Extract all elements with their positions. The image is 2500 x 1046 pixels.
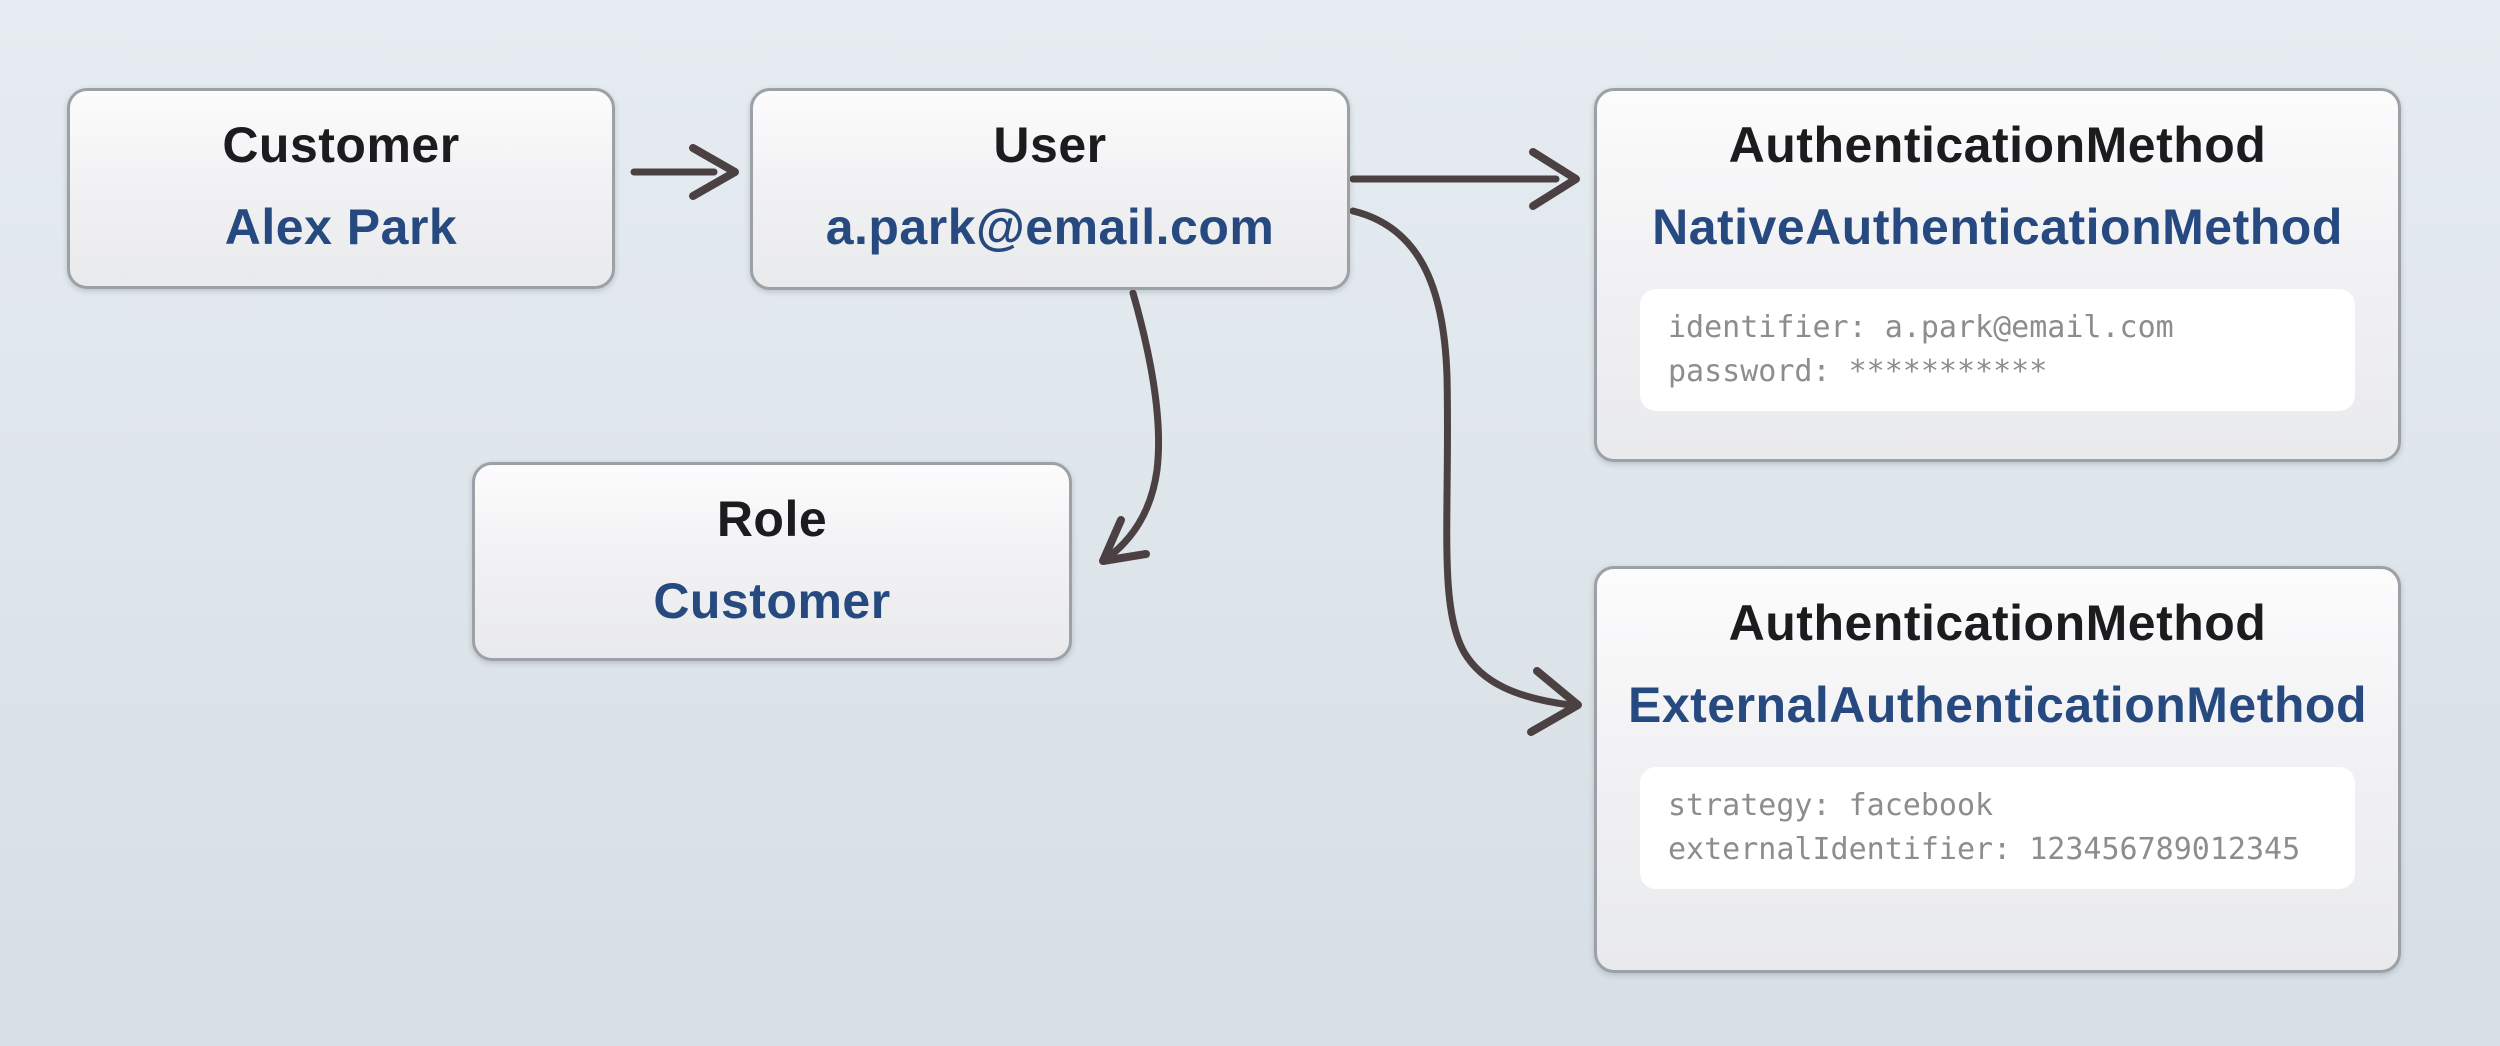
arrow-head-icon: [1529, 148, 1580, 210]
node-customer-value: Alex Park: [224, 199, 458, 255]
node-customer-title: Customer: [222, 117, 460, 173]
node-external-auth-value: ExternalAuthenticationMethod: [1627, 677, 2368, 733]
arrow-user-to-native-auth: [1349, 148, 1580, 210]
node-user-title: User: [993, 117, 1107, 173]
arrow-user-to-role: [1099, 289, 1163, 565]
node-role-value: Customer: [653, 573, 891, 629]
node-native-authentication-method: AuthenticationMethod NativeAuthenticatio…: [1594, 88, 2401, 462]
arrow-shaft: [1102, 289, 1163, 563]
arrow-head-icon: [1527, 667, 1582, 736]
arrow-head-icon: [1099, 516, 1150, 565]
node-external-authentication-method: AuthenticationMethod ExternalAuthenticat…: [1594, 566, 2401, 973]
attribute-strategy: strategy: facebook: [1668, 788, 1994, 823]
arrow-shaft: [1349, 207, 1574, 709]
node-native-auth-value: NativeAuthenticationMethod: [1652, 199, 2343, 255]
node-user: User a.park@email.com: [750, 88, 1350, 290]
arrow-customer-to-user: [630, 144, 739, 200]
native-auth-attributes-panel: identifier: a.park@email.com password: *…: [1640, 289, 2355, 411]
external-auth-attributes-panel: strategy: facebook externalIdentifier: 1…: [1640, 767, 2355, 889]
node-role-title: Role: [716, 491, 828, 547]
node-customer: Customer Alex Park: [67, 88, 615, 289]
node-native-auth-title: AuthenticationMethod: [1728, 117, 2267, 173]
node-user-value: a.park@email.com: [825, 199, 1275, 255]
attribute-password: password: ***********: [1668, 354, 2048, 389]
arrow-user-to-external-auth: [1349, 207, 1582, 736]
node-external-auth-title: AuthenticationMethod: [1728, 595, 2267, 651]
node-role: Role Customer: [472, 462, 1072, 661]
arrow-head-icon: [689, 144, 739, 200]
attribute-identifier: identifier: a.park@email.com: [1668, 310, 2174, 345]
attribute-external-identifier: externalIdentifier: 123456789012345: [1668, 832, 2301, 867]
